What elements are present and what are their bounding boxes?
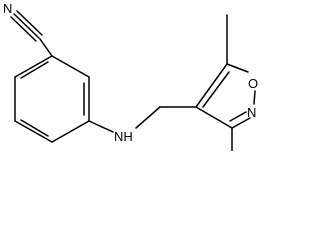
- nitrile-nitrogen-label: N: [3, 1, 12, 16]
- amine-label: NH: [114, 129, 133, 144]
- isoxazole-ring: [195, 63, 256, 129]
- nitrile-group: [10, 10, 53, 57]
- aryl-amine-bond: [88, 120, 114, 133]
- benzene-ring: [14, 55, 90, 143]
- structure-diagram: N NH O N: [3, 1, 258, 151]
- ring-oxygen-label: O: [248, 76, 258, 91]
- methyl-groups: [226, 14, 233, 151]
- ring-nitrogen-label: N: [247, 105, 256, 120]
- methylene-linker: [135, 106, 197, 129]
